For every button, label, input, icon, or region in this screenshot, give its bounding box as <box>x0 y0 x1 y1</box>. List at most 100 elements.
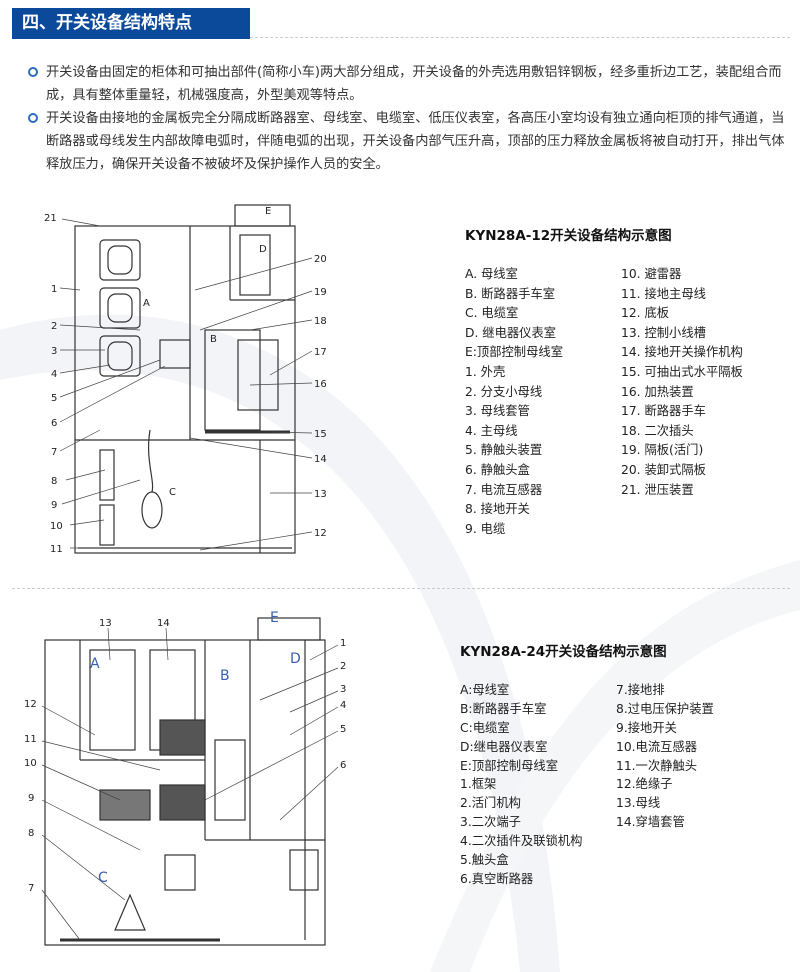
callout-14: 14 <box>314 454 327 465</box>
legend-item: C:电缆室 <box>460 720 510 735</box>
legend-item: B. 断路器手车室 <box>465 286 556 301</box>
callout-5: 5 <box>51 393 57 404</box>
callout-2: 2 <box>340 661 346 672</box>
label-D: D <box>259 244 267 255</box>
legend-item: 5. 静触头装置 <box>465 443 543 458</box>
callout-3: 3 <box>340 684 346 695</box>
label-C: C <box>169 487 176 498</box>
callout-10: 10 <box>50 521 63 532</box>
legend-item: 21. 泄压装置 <box>621 482 694 497</box>
paragraph-1: 开关设备由固定的柜体和可抽出部件(简称小车)两大部分组成，开关设备的外壳选用敷铝… <box>28 61 786 107</box>
diagram2-legend-col1: A:母线室 B:断路器手车室 C:电缆室 D:继电器仪表室 E:顶部控制母线室 … <box>460 681 582 889</box>
legend-item: 8.过电压保护装置 <box>616 701 714 716</box>
legend-item: 9. 电缆 <box>465 521 506 536</box>
legend-item: 12.绝缘子 <box>616 777 673 792</box>
legend-item: 1.框架 <box>460 777 497 792</box>
section-divider <box>12 588 790 589</box>
legend-item: 2.活门机构 <box>460 796 521 811</box>
callout-12: 12 <box>314 528 327 539</box>
callout-6: 6 <box>51 418 57 429</box>
callout-7: 7 <box>51 447 57 458</box>
callout-2: 2 <box>51 321 57 332</box>
diagram1-legend-col2: 10. 避雷器 11. 接地主母线 12. 底板 13. 控制小线槽 14. 接… <box>621 265 743 500</box>
label-B: B <box>220 668 230 684</box>
legend-item: 1. 外壳 <box>465 364 506 379</box>
legend-item: A. 母线室 <box>465 267 518 281</box>
callout-18: 18 <box>314 316 327 327</box>
legend-item: 11. 接地主母线 <box>621 286 706 301</box>
legend-item: 4.二次插件及联锁机构 <box>460 834 583 849</box>
legend-item: C. 电缆室 <box>465 306 519 321</box>
callout-13: 13 <box>314 489 327 500</box>
legend-item: 6. 静触头盒 <box>465 462 530 477</box>
label-B: B <box>210 334 217 345</box>
legend-item: 5.触头盒 <box>460 853 509 868</box>
legend-item: 11.一次静触头 <box>616 758 698 773</box>
legend-item: 19. 隔板(活门) <box>621 443 704 458</box>
legend-item: 14.穿墙套管 <box>616 815 685 830</box>
legend-item: 3. 母线套管 <box>465 404 530 419</box>
legend-item: 2. 分支小母线 <box>465 384 543 399</box>
legend-item: 13. 控制小线槽 <box>621 325 706 340</box>
legend-item: B:断路器手车室 <box>460 701 547 716</box>
label-A: A <box>143 298 150 309</box>
callout-3: 3 <box>51 346 57 357</box>
callout-4: 4 <box>340 700 346 711</box>
diagram1-title: KYN28A-12开关设备结构示意图 <box>465 228 672 244</box>
header-divider <box>250 37 790 38</box>
callout-4: 4 <box>51 369 57 380</box>
legend-item: 12. 底板 <box>621 306 670 321</box>
label-D: D <box>290 651 301 667</box>
callout-9: 9 <box>28 793 34 804</box>
callout-19: 19 <box>314 287 327 298</box>
paragraph-text: 开关设备由接地的金属板完全分隔成断路器室、母线室、电缆室、低压仪表室，各高压小室… <box>46 111 785 172</box>
callout-10: 10 <box>24 758 37 769</box>
callout-12: 12 <box>24 699 37 710</box>
legend-item: D. 继电器仪表室 <box>465 325 557 340</box>
callout-5: 5 <box>340 724 346 735</box>
paragraph-2: 开关设备由接地的金属板完全分隔成断路器室、母线室、电缆室、低压仪表室，各高压小室… <box>28 107 786 176</box>
legend-item: 14. 接地开关操作机构 <box>621 345 743 360</box>
legend-item: 18. 二次插头 <box>621 423 694 438</box>
legend-item: 10. 避雷器 <box>621 267 682 281</box>
kyn28a-12-diagram: 21 1 2 3 4 5 6 7 8 9 10 11 20 19 18 17 1… <box>44 204 327 555</box>
callout-17: 17 <box>314 347 327 358</box>
legend-item: 15. 可抽出式水平隔板 <box>621 364 743 379</box>
legend-item: 7. 电流互感器 <box>465 482 543 497</box>
legend-item: 3.二次端子 <box>460 815 521 830</box>
callout-11: 11 <box>50 544 63 555</box>
callout-16: 16 <box>314 379 327 390</box>
callout-15: 15 <box>314 429 327 440</box>
callout-14: 14 <box>157 618 170 629</box>
diagram1-legend-col1: A. 母线室 B. 断路器手车室 C. 电缆室 D. 继电器仪表室 E:顶部控制… <box>465 265 563 539</box>
callout-20: 20 <box>314 254 327 265</box>
legend-item: 4. 主母线 <box>465 423 518 438</box>
legend-item: D:继电器仪表室 <box>460 739 548 754</box>
legend-item: 10.电流互感器 <box>616 739 698 754</box>
label-E: E <box>265 206 271 217</box>
callout-8: 8 <box>51 476 57 487</box>
legend-item: 17. 断路器手车 <box>621 404 706 419</box>
label-A: A <box>90 656 100 672</box>
label-C: C <box>98 870 108 886</box>
legend-item: 13.母线 <box>616 796 661 811</box>
diagram2-title: KYN28A-24开关设备结构示意图 <box>460 644 667 660</box>
legend-item: E:顶部控制母线室 <box>465 345 563 360</box>
callout-7: 7 <box>28 883 34 894</box>
legend-item: 8. 接地开关 <box>465 502 530 517</box>
kyn28a-24-diagram: 13 14 1 2 3 4 5 6 12 11 10 9 8 7 E A B D… <box>24 610 346 946</box>
section-header: 四、开关设备结构特点 <box>12 8 250 39</box>
bullet-icon <box>28 67 38 77</box>
callout-13: 13 <box>99 618 112 629</box>
legend-item: 6.真空断路器 <box>460 871 534 886</box>
callout-21: 21 <box>44 213 57 224</box>
diagram2-legend-col2: 7.接地排 8.过电压保护装置 9.接地开关 10.电流互感器 11.一次静触头… <box>616 681 714 832</box>
callout-1: 1 <box>340 638 346 649</box>
legend-item: 9.接地开关 <box>616 720 677 735</box>
bullet-icon <box>28 113 38 123</box>
callout-1: 1 <box>51 284 57 295</box>
paragraph-text: 开关设备由固定的柜体和可抽出部件(简称小车)两大部分组成，开关设备的外壳选用敷铝… <box>46 65 782 103</box>
legend-item: E:顶部控制母线室 <box>460 758 558 773</box>
legend-item: A:母线室 <box>460 683 510 697</box>
